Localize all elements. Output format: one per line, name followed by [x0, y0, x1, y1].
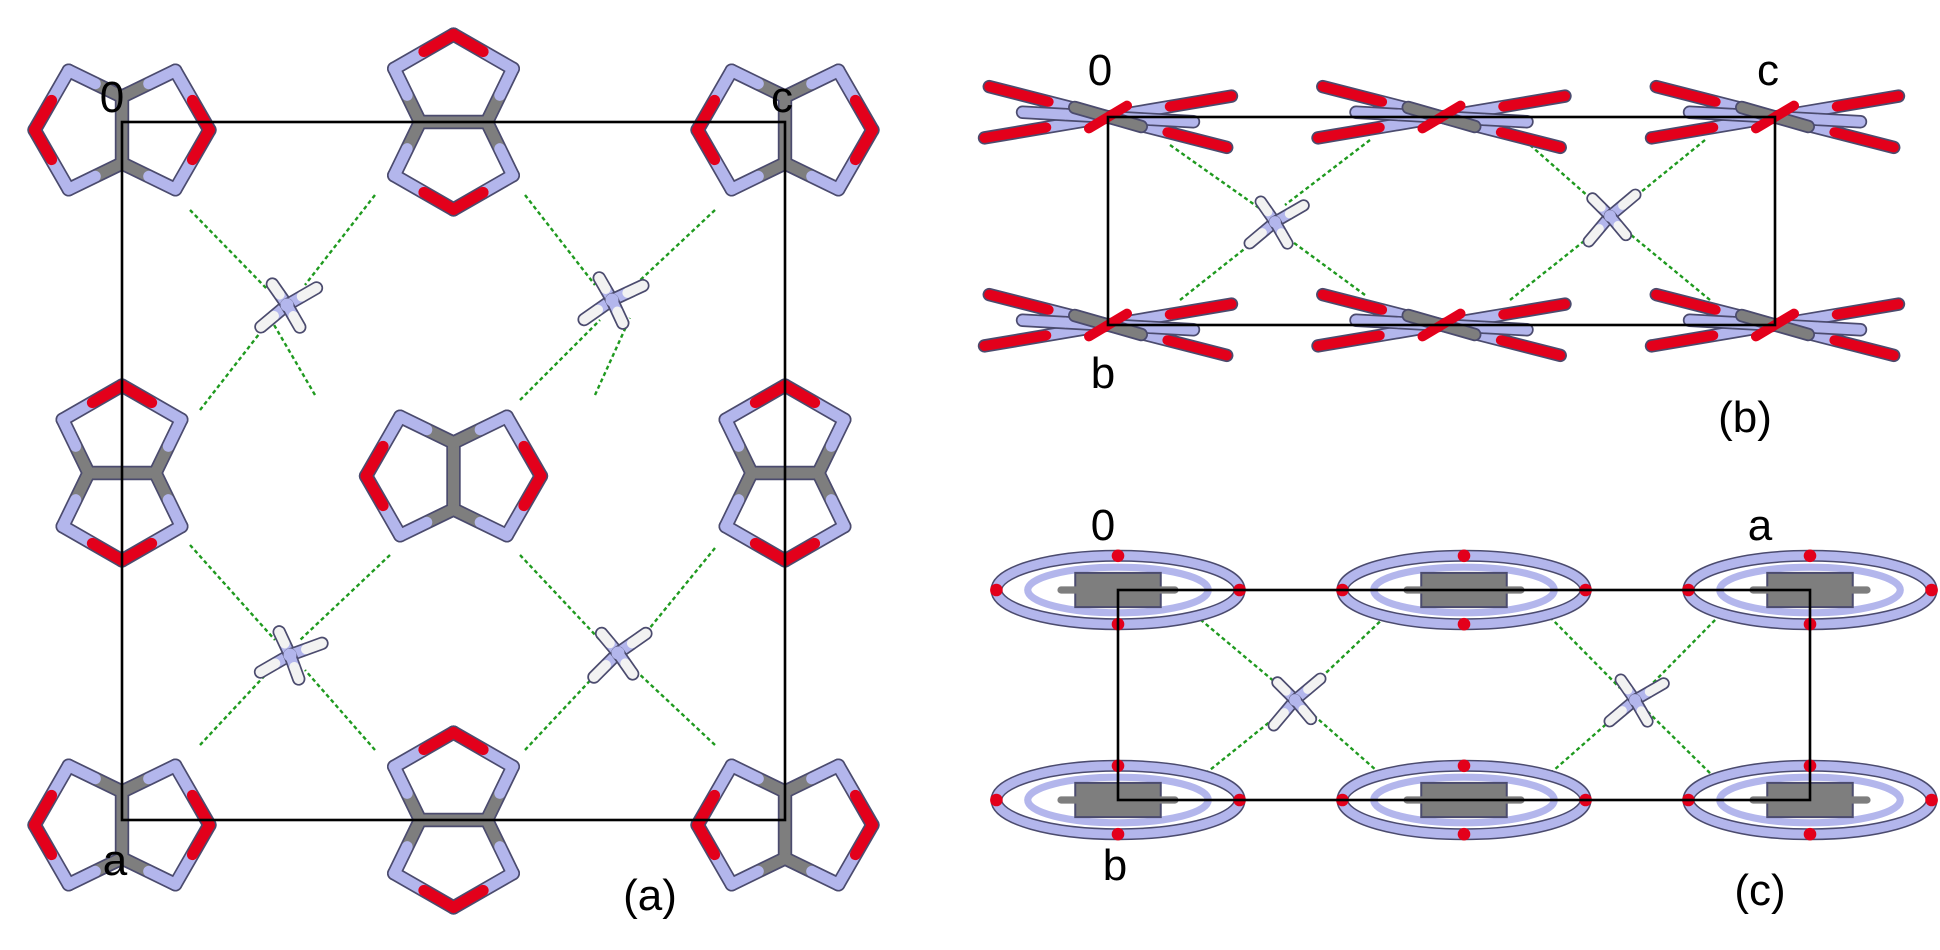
axis-label-b-c: b: [1103, 841, 1127, 890]
axis-label-a-c: a: [1748, 501, 1773, 550]
hydrogen-bond-11: [199, 669, 271, 746]
molecule-corner-top-left: [27, 63, 217, 197]
molecule-corner-bottom-left: [27, 758, 217, 892]
hydrogen-bond-12: [304, 669, 376, 751]
hydrogen-bond-10: [299, 554, 391, 641]
ammonium-cation-2: [1603, 673, 1670, 728]
axis-label-c-b: c: [1757, 46, 1779, 95]
hydrogen-bond-15: [524, 669, 601, 751]
molecule-edge-left: [55, 378, 189, 568]
molecule-edge-top: [387, 27, 520, 217]
hydrogen-bond-7: [593, 317, 632, 396]
unit-cell-c: [1116, 588, 1812, 802]
hydrogen-bond-2: [1284, 139, 1371, 206]
hydrogen-bond-6: [1647, 614, 1721, 689]
axis-label-b-b: b: [1091, 349, 1115, 398]
hydrogen-bond-1: [1169, 144, 1263, 211]
panel-caption-b: (b): [1718, 393, 1772, 442]
hydrogen-bond-14: [639, 547, 716, 641]
hydrogen-bond-4: [1309, 711, 1386, 779]
hydrogen-bond-9: [189, 544, 276, 641]
molecule-center: [358, 409, 549, 543]
hydrogen-bond-6: [634, 209, 716, 286]
molecule-edge-right: [718, 378, 852, 568]
panel-caption-a: (a): [623, 871, 677, 920]
axis-label-c-a: c: [771, 73, 793, 122]
hydrogen-bond-8: [519, 319, 601, 401]
molecule-edge-bottom: [387, 725, 520, 915]
hydrogen-bond-5: [524, 194, 596, 286]
molecule-corner-bottom-right: [690, 758, 880, 892]
hydrogen-bond-13: [519, 554, 601, 641]
ammonium-cation-2: [577, 271, 650, 330]
molecule-top-3: [1644, 79, 1906, 155]
molecule-top-1: [977, 79, 1239, 155]
ammonium-cation-3: [253, 625, 329, 686]
ammonium-cation-1: [1243, 195, 1310, 250]
hydrogen-bond-1: [1194, 614, 1283, 689]
hydrogen-bond-7: [1544, 711, 1621, 779]
hydrogen-bond-1: [189, 209, 269, 291]
ammonium-cation-1: [1267, 672, 1327, 732]
hydrogen-bond-8: [1647, 711, 1716, 779]
axis-label-origin-a: 0: [100, 73, 124, 122]
hydrogen-bond-4: [199, 319, 271, 411]
hydrogen-bond-5: [1544, 611, 1621, 689]
hydrogen-bond-5: [1529, 144, 1599, 206]
unit-cell-b: [1106, 115, 1777, 327]
ammonium-cation-1: [254, 277, 324, 334]
molecule-bottom-3: [1644, 287, 1906, 363]
hydrogen-bond-2: [304, 194, 376, 286]
ammonium-cation-4: [587, 626, 653, 684]
panel-b: 0 c b (b): [977, 46, 1906, 442]
axis-label-origin-b: 0: [1088, 46, 1112, 95]
hydrogen-bond-3: [268, 317, 317, 396]
panel-caption-c: (c): [1734, 866, 1785, 915]
unit-cell-a: [120, 120, 787, 822]
panel-a: 0 c a (a): [27, 27, 880, 920]
axis-label-a-a: a: [103, 836, 128, 885]
axis-label-origin-c: 0: [1091, 501, 1115, 550]
hydrogen-bond-16: [634, 669, 716, 746]
hydrogen-bond-8: [1624, 229, 1711, 301]
panel-c: 0 a b (c): [990, 501, 1938, 915]
hydrogen-bond-4: [1289, 239, 1366, 296]
ammonium-cation-2: [1582, 188, 1642, 248]
